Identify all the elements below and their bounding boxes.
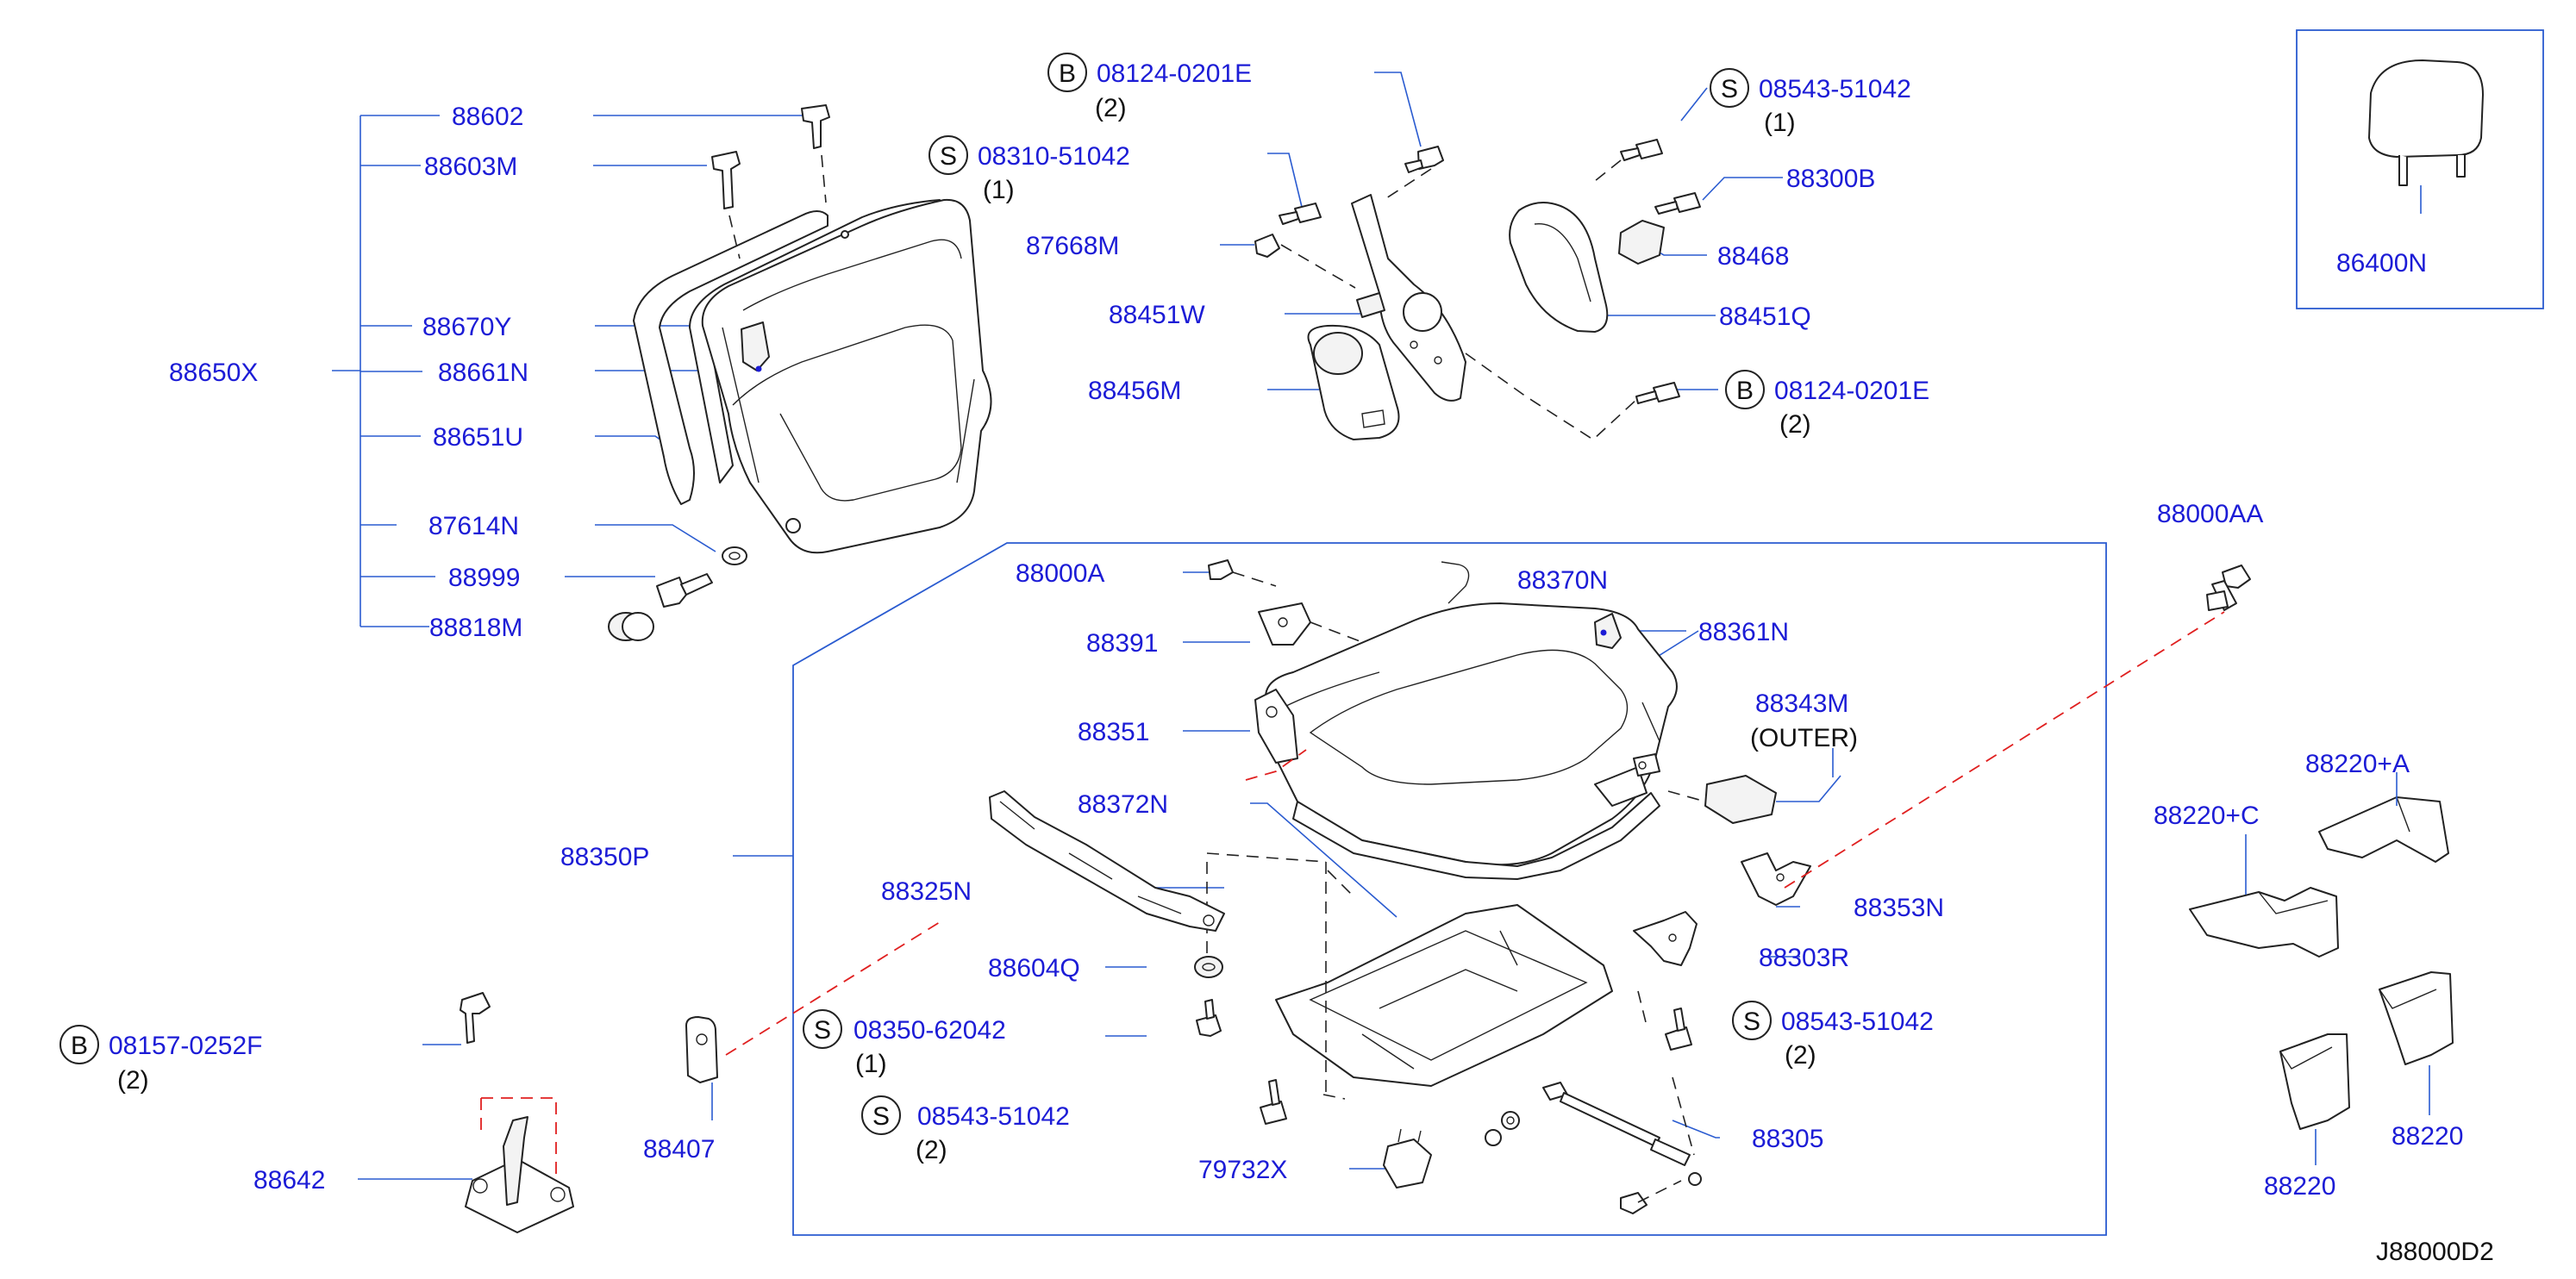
label-88343M[interactable]: 88343M bbox=[1755, 689, 1848, 718]
prefix-s-f2: S bbox=[940, 142, 957, 171]
label-88350P[interactable]: 88350P bbox=[560, 843, 649, 871]
label-88451Q[interactable]: 88451Q bbox=[1719, 303, 1811, 331]
prefix-s-f7: S bbox=[1743, 1008, 1760, 1036]
bolt-88000AA bbox=[2206, 565, 2251, 611]
qty-f5: (1) bbox=[855, 1050, 887, 1078]
label-86400N[interactable]: 86400N bbox=[2336, 249, 2427, 278]
label-08543-51042-lower[interactable]: 08543-51042 bbox=[917, 1102, 1070, 1131]
qty-f2: (1) bbox=[983, 176, 1015, 204]
label-08157-0252F[interactable]: 08157-0252F bbox=[109, 1032, 262, 1060]
label-88361N[interactable]: 88361N bbox=[1698, 618, 1789, 646]
label-88603M[interactable]: 88603M bbox=[424, 153, 517, 181]
label-88670Y[interactable]: 88670Y bbox=[422, 313, 511, 341]
label-88000A[interactable]: 88000A bbox=[1016, 559, 1104, 588]
prefix-s-f6: S bbox=[872, 1102, 890, 1131]
label-88220-A[interactable]: 88220+A bbox=[2305, 750, 2410, 778]
qty-f4: (2) bbox=[1779, 410, 1811, 439]
label-88220-right[interactable]: 88220 bbox=[2392, 1122, 2463, 1151]
label-87614N[interactable]: 87614N bbox=[428, 512, 519, 540]
recliner-group bbox=[928, 53, 1783, 441]
label-88468[interactable]: 88468 bbox=[1717, 242, 1789, 271]
label-08543-51042-right[interactable]: 08543-51042 bbox=[1781, 1008, 1934, 1036]
label-08310-51042[interactable]: 08310-51042 bbox=[978, 142, 1130, 171]
label-88642[interactable]: 88642 bbox=[253, 1166, 325, 1195]
cushion-group bbox=[733, 542, 2225, 1236]
prefix-b-f4: B bbox=[1736, 377, 1754, 405]
prefix-s-f5: S bbox=[814, 1016, 831, 1045]
headrest-box bbox=[2296, 29, 2544, 309]
label-88818M[interactable]: 88818M bbox=[429, 614, 522, 642]
label-87668M[interactable]: 87668M bbox=[1026, 232, 1119, 260]
label-88456M[interactable]: 88456M bbox=[1088, 377, 1181, 405]
label-88604Q[interactable]: 88604Q bbox=[988, 954, 1080, 983]
part-labels: 88650X 88602 88603M 88670Y 88661N 88651U… bbox=[71, 59, 2494, 1266]
label-88451W[interactable]: 88451W bbox=[1109, 301, 1205, 329]
prefix-b-f1: B bbox=[1059, 59, 1076, 88]
label-88372N[interactable]: 88372N bbox=[1078, 790, 1168, 819]
label-79732X[interactable]: 79732X bbox=[1198, 1156, 1287, 1184]
label-88391[interactable]: 88391 bbox=[1086, 629, 1158, 658]
qty-f8: (2) bbox=[117, 1066, 149, 1095]
diagram-reference: J88000D2 bbox=[2376, 1238, 2494, 1266]
label-88300B[interactable]: 88300B bbox=[1786, 165, 1875, 193]
bracket-88407 bbox=[685, 921, 941, 1120]
trim-88220-group bbox=[2189, 772, 2454, 1165]
qty-f6: (2) bbox=[916, 1136, 947, 1164]
label-88602[interactable]: 88602 bbox=[452, 103, 523, 131]
label-08350-62042[interactable]: 08350-62042 bbox=[853, 1016, 1006, 1045]
seat-back-group bbox=[332, 104, 992, 641]
label-88000AA[interactable]: 88000AA bbox=[2157, 500, 2263, 528]
label-08543-51042-top[interactable]: 08543-51042 bbox=[1759, 75, 1911, 103]
label-88353N[interactable]: 88353N bbox=[1854, 894, 1944, 922]
label-88220-C[interactable]: 88220+C bbox=[2154, 802, 2260, 830]
qty-f7: (2) bbox=[1785, 1041, 1816, 1070]
label-88651U[interactable]: 88651U bbox=[433, 423, 523, 452]
label-08124-0201E-mid[interactable]: 08124-0201E bbox=[1774, 377, 1929, 405]
qty-f1: (2) bbox=[1095, 94, 1127, 122]
label-88370N[interactable]: 88370N bbox=[1517, 566, 1608, 595]
label-88351[interactable]: 88351 bbox=[1078, 718, 1149, 746]
label-88303R[interactable]: 88303R bbox=[1759, 944, 1849, 972]
bracket-88642 bbox=[59, 992, 574, 1233]
prefix-s-f3: S bbox=[1721, 75, 1738, 103]
label-88343M-note: (OUTER) bbox=[1750, 724, 1858, 752]
label-88220-lower[interactable]: 88220 bbox=[2264, 1172, 2335, 1201]
prefix-b-f8: B bbox=[71, 1032, 88, 1060]
label-88661N[interactable]: 88661N bbox=[438, 359, 528, 387]
label-88407[interactable]: 88407 bbox=[643, 1135, 715, 1164]
label-88325N[interactable]: 88325N bbox=[881, 877, 972, 906]
qty-f3: (1) bbox=[1764, 109, 1796, 137]
label-88999[interactable]: 88999 bbox=[448, 564, 520, 592]
label-08124-0201E-top[interactable]: 08124-0201E bbox=[1097, 59, 1252, 88]
label-88650X[interactable]: 88650X bbox=[169, 359, 258, 387]
label-88305[interactable]: 88305 bbox=[1752, 1125, 1823, 1153]
